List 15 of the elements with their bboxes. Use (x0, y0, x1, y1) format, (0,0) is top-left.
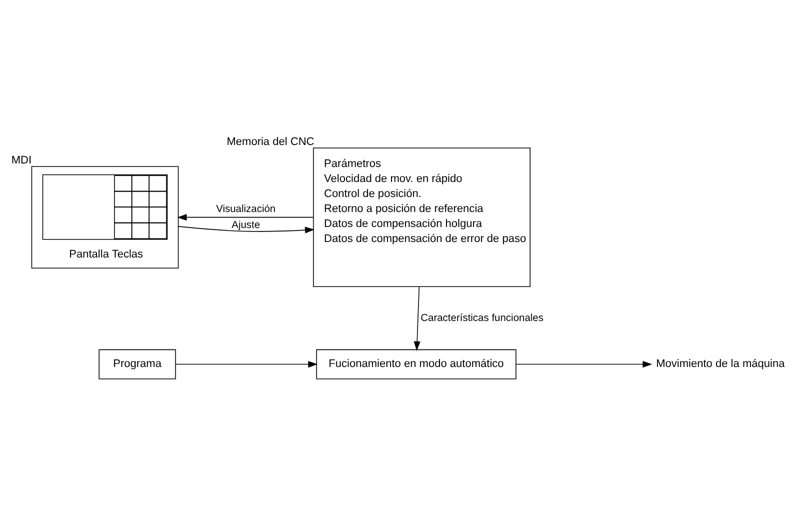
edge-label: Características funcionales (420, 312, 544, 324)
node-box: Programa (98, 348, 176, 379)
edge-label: Ajuste (232, 219, 260, 230)
arrow (177, 214, 314, 220)
node-box: Pantalla Teclas (31, 166, 179, 268)
arrow (175, 360, 318, 368)
node-box: Parámetros Velocidad de mov. en rápido Control de posición. Retorno a posición de referencia Datos de compensación holgura Datos de compensación de error de paso (313, 147, 531, 287)
node-text: Movimiento de la máquina (656, 358, 785, 370)
node-box: Fucionamiento en modo automático (316, 348, 516, 379)
arrow (516, 360, 652, 368)
arrow (414, 286, 420, 350)
arrow (178, 226, 314, 233)
edge-label: Visualización (216, 204, 276, 215)
node-label: MDI (11, 154, 32, 166)
node-label: Memoria del CNC (226, 135, 314, 148)
